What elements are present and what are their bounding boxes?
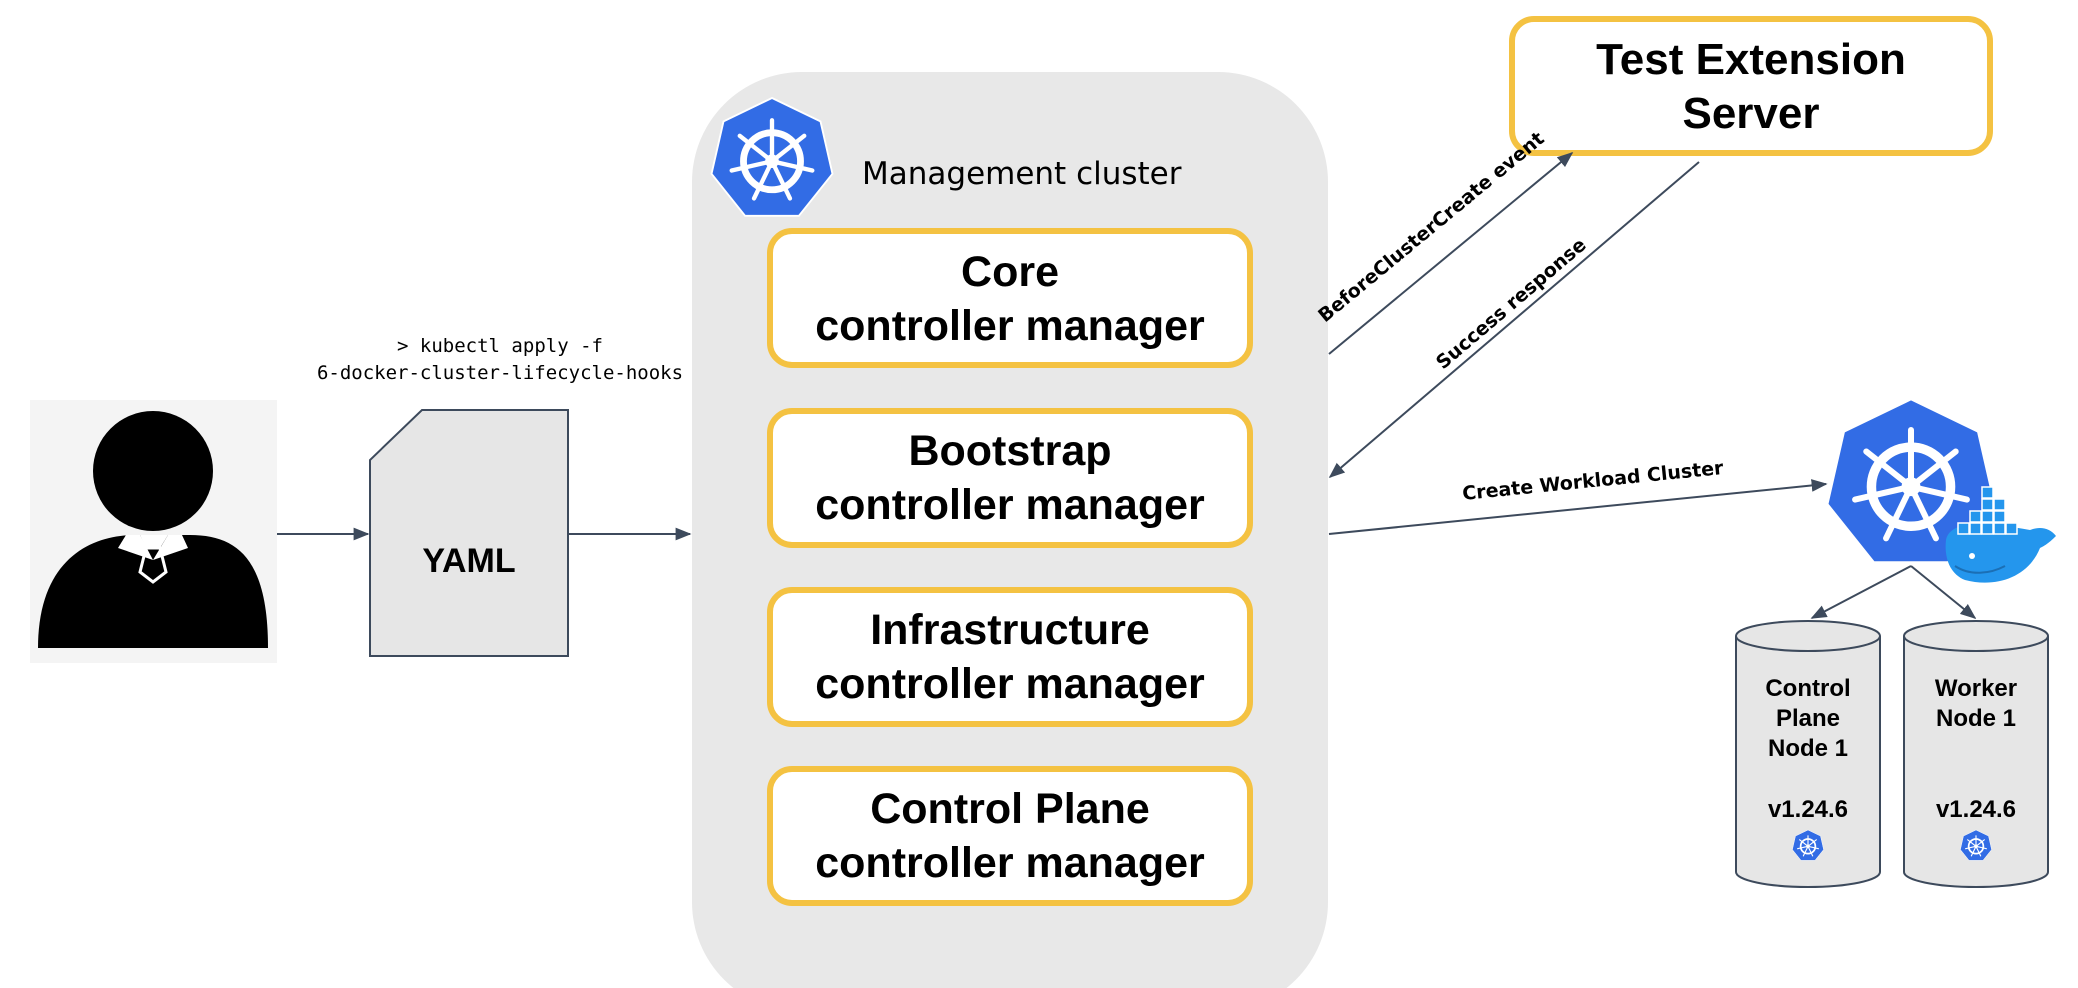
docker-icon <box>1945 486 2056 583</box>
yaml-document: YAML <box>369 409 569 657</box>
controller-core-line2: controller manager <box>815 302 1205 350</box>
controller-control-plane: Control Plane controller manager <box>767 766 1253 906</box>
management-cluster: Management cluster Core controller manag… <box>692 72 1328 988</box>
kubectl-command-line2: 6-docker-cluster-lifecycle-hooks <box>317 362 683 384</box>
control-plane-node-line1: Control <box>1765 675 1850 702</box>
kubectl-command-line1: > kubectl apply -f <box>397 335 603 357</box>
control-plane-node-line2: Plane <box>1776 705 1840 732</box>
controller-infrastructure-line1: Infrastructure <box>870 606 1150 654</box>
workload-cluster: Control Plane Node 1 v1.24.6 Worker Node… <box>1735 399 2056 888</box>
control-plane-node: Control Plane Node 1 v1.24.6 <box>1735 620 1881 888</box>
yaml-label: YAML <box>422 542 515 580</box>
management-cluster-title: Management cluster <box>862 156 1182 192</box>
controller-control-plane-line1: Control Plane <box>870 785 1150 833</box>
worker-node-line1: Worker <box>1935 675 2017 702</box>
user-icon <box>30 400 277 663</box>
worker-node-line2: Node 1 <box>1936 705 2016 732</box>
controller-bootstrap-line1: Bootstrap <box>908 427 1111 475</box>
controller-infrastructure-line2: controller manager <box>815 660 1205 708</box>
test-extension-line1: Test Extension <box>1596 35 1906 84</box>
controller-core-line1: Core <box>961 248 1059 296</box>
test-extension-line2: Server <box>1682 89 1819 138</box>
controller-bootstrap-line2: controller manager <box>815 481 1205 529</box>
worker-node-version: v1.24.6 <box>1936 796 2016 823</box>
label-success-response: Success response <box>1432 234 1591 374</box>
document-icon <box>369 409 569 657</box>
test-extension-server: Test Extension Server <box>1509 16 1993 156</box>
control-plane-node-version: v1.24.6 <box>1768 796 1848 823</box>
control-plane-node-line3: Node 1 <box>1768 735 1848 762</box>
arrow-to-worker-node <box>1910 565 1977 620</box>
controller-bootstrap: Bootstrap controller manager <box>767 408 1253 548</box>
controller-core: Core controller manager <box>767 228 1253 368</box>
controller-control-plane-line2: controller manager <box>815 839 1205 887</box>
arrow-create-workload <box>1328 479 1828 535</box>
arrow-to-control-plane-node <box>1810 565 1912 619</box>
worker-node: Worker Node 1 v1.24.6 <box>1903 620 2049 888</box>
arrow-success-response <box>1328 161 1700 479</box>
controller-infrastructure: Infrastructure controller manager <box>767 587 1253 727</box>
arrow-before-cluster-create <box>1328 151 1574 355</box>
